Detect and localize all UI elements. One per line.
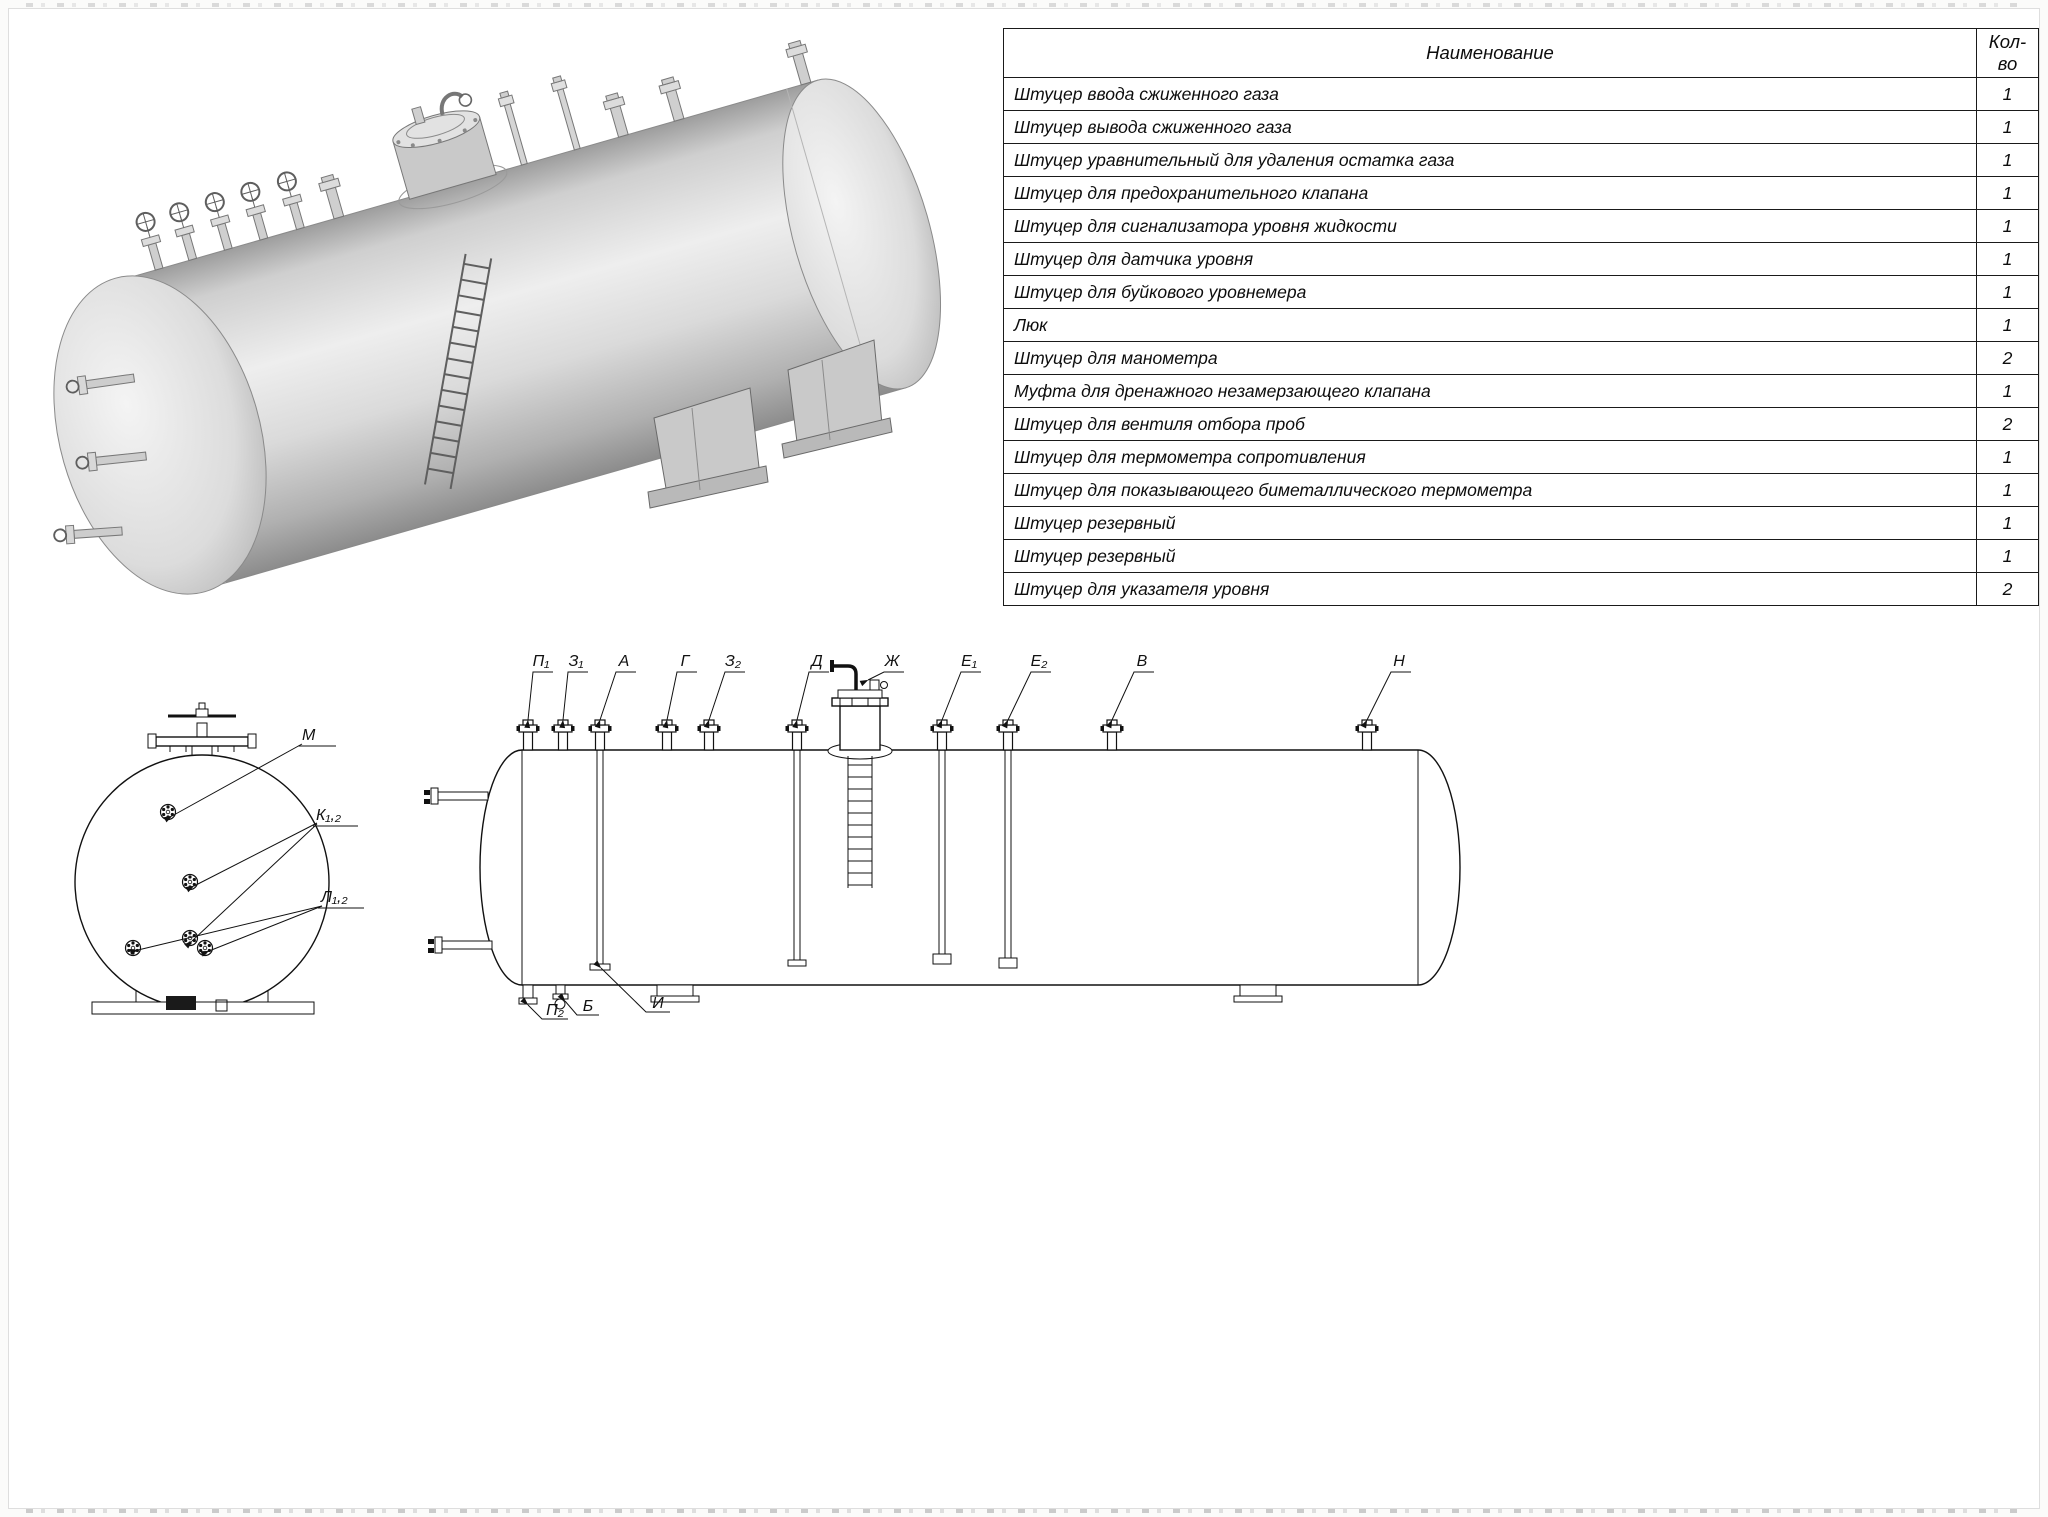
nozzle-label: Г (681, 653, 691, 670)
table-row: Штуцер для показывающего биметаллическог… (1003, 473, 2039, 507)
item-qty: 1 (1976, 242, 2039, 276)
end-view-drawing: М К₁,₂ Л₁,₂ (74, 702, 364, 1015)
item-qty: 1 (1976, 143, 2039, 177)
spec-table: Наименование Кол-во Штуцер ввода сжиженн… (1003, 28, 2039, 606)
end-view-label-m: М (302, 727, 316, 744)
tank-3d-shell (115, 38, 942, 590)
item-qty: 1 (1976, 374, 2039, 408)
side-view-supports (650, 984, 1283, 1003)
item-name: Штуцер для буйкового уровнемера (1003, 275, 1977, 309)
item-qty: 1 (1976, 539, 2039, 573)
item-qty: 2 (1976, 341, 2039, 375)
item-qty: 1 (1976, 473, 2039, 507)
table-row: Штуцер уравнительный для удаления остатк… (1003, 143, 2039, 177)
end-view-label-k: К₁,₂ (316, 807, 341, 824)
scan-noise-bottom (26, 1509, 2022, 1513)
side-view-ladder (847, 756, 873, 888)
end-view-base (91, 990, 315, 1015)
column-header-qty: Кол-во (1976, 28, 2039, 78)
table-row: Штуцер для сигнализатора уровня жидкости… (1003, 209, 2039, 243)
item-qty: 1 (1976, 110, 2039, 144)
tank-3d-left-head (53, 275, 267, 595)
tank-3d-manhole (392, 91, 508, 210)
item-qty: 2 (1976, 572, 2039, 606)
tank-3d-left-nozzles (53, 373, 147, 545)
item-qty: 1 (1976, 275, 2039, 309)
item-name: Штуцер для манометра (1003, 341, 1977, 375)
end-view-top-fitting (147, 702, 257, 756)
side-view-drawing: П₁ З₁ А Г З₂ Д Ж Е₁ Е₂ В Н П₂ (424, 653, 1461, 1020)
nozzle-label: И (652, 995, 664, 1012)
item-name: Штуцер для указателя уровня (1003, 572, 1977, 606)
item-name: Штуцер резервный (1003, 506, 1977, 540)
end-view-label-l: Л₁,₂ (320, 889, 348, 906)
side-view-top-nozzles (515, 719, 1380, 751)
tank-3d-view (53, 38, 942, 595)
item-name: Штуцер вывода сжиженного газа (1003, 110, 1977, 144)
item-qty: 2 (1976, 407, 2039, 441)
side-view-manhole (827, 660, 893, 760)
item-qty: 1 (1976, 506, 2039, 540)
item-name: Штуцер уравнительный для удаления остатк… (1003, 143, 1977, 177)
nozzle-label: В (1137, 653, 1148, 670)
item-name: Штуцер для показывающего биметаллическог… (1003, 473, 1977, 507)
item-name: Штуцер для датчика уровня (1003, 242, 1977, 276)
item-qty: 1 (1976, 308, 2039, 342)
side-view-shell (479, 749, 1461, 986)
nozzle-label: Д (809, 653, 822, 670)
item-qty: 1 (1976, 176, 2039, 210)
tank-3d-right-head (782, 78, 942, 390)
tank-3d-ladder (423, 253, 493, 490)
nozzle-label: Ж (884, 653, 901, 670)
item-qty: 1 (1976, 77, 2039, 111)
item-qty: 1 (1976, 440, 2039, 474)
nozzle-label: Е₂ (1031, 653, 1048, 670)
item-name: Штуцер для термометра сопротивления (1003, 440, 1977, 474)
nozzle-label: А (618, 653, 630, 670)
item-name: Штуцер для сигнализатора уровня жидкости (1003, 209, 1977, 243)
tank-3d-supports (647, 339, 893, 509)
item-name: Штуцер для предохранительного клапана (1003, 176, 1977, 210)
table-row: Муфта для дренажного незамерзающего клап… (1003, 374, 2039, 408)
side-view-left-nozzles (424, 787, 493, 954)
nozzle-label: З₂ (725, 653, 741, 670)
scan-noise-top (26, 3, 2022, 7)
table-header-row: Наименование Кол-во (1003, 28, 2039, 78)
item-qty: 1 (1976, 209, 2039, 243)
item-name: Люк (1003, 308, 1977, 342)
item-name: Штуцер ввода сжиженного газа (1003, 77, 1977, 111)
nozzle-label: З₁ (569, 653, 584, 670)
nozzle-label: П₁ (533, 653, 550, 670)
nozzle-label: Е₁ (961, 653, 977, 670)
end-view-leaders: М К₁,₂ Л₁,₂ (129, 727, 364, 957)
side-view-bottom-leaders: П₂ Б И (520, 960, 670, 1020)
item-name: Муфта для дренажного незамерзающего клап… (1003, 374, 1977, 408)
item-name: Штуцер резервный (1003, 539, 1977, 573)
nozzle-label: Н (1393, 653, 1405, 670)
nozzle-label: Б (583, 998, 593, 1015)
column-header-name: Наименование (1003, 28, 1977, 78)
item-name: Штуцер для вентиля отбора проб (1003, 407, 1977, 441)
nozzle-label: П₂ (546, 1002, 564, 1019)
side-view-top-leaders: П₁ З₁ А Г З₂ Д Ж Е₁ Е₂ В Н (524, 653, 1411, 729)
